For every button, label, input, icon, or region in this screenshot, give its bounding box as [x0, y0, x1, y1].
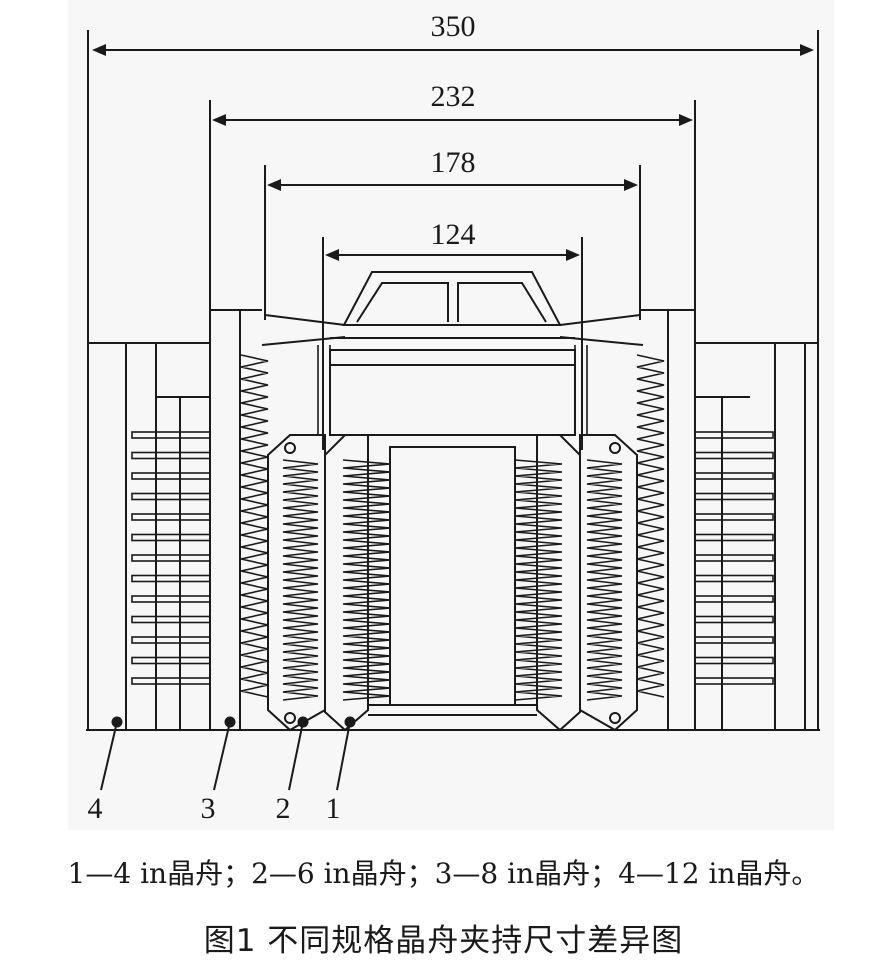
boat-6in-left-frame	[267, 434, 326, 732]
slot-bar-12in	[694, 615, 774, 624]
dim-label-124: 124	[431, 218, 476, 251]
slot-bar-12in	[131, 615, 211, 624]
callout-label-4: 4	[88, 792, 103, 825]
slot-bar-12in	[694, 554, 774, 562]
boat-12in-left-post	[125, 342, 157, 731]
slot-bar-12in	[694, 451, 774, 460]
dim-label-350: 350	[431, 10, 476, 43]
dimension-lines	[92, 44, 814, 261]
slot-bar-12in	[694, 677, 774, 685]
dim-label-178: 178	[431, 146, 476, 179]
slot-bar-12in	[131, 677, 211, 685]
callout-label-1: 1	[326, 792, 341, 825]
boat-4in-left-frame	[324, 434, 369, 732]
slot-bar-12in	[131, 533, 211, 542]
slot-bar-12in	[694, 636, 774, 644]
callout-label-3: 3	[201, 792, 216, 825]
boat-clamping-diagram: 350 232 178 124 4 3 2 1	[68, 0, 834, 830]
comb-slots-6in-right	[586, 459, 623, 701]
boat-4in-right-frame	[536, 434, 581, 732]
slot-bar-12in	[694, 472, 774, 480]
dim-label-232: 232	[431, 80, 476, 113]
diagram-panel	[68, 0, 834, 830]
slot-bar-12in	[131, 574, 211, 583]
slot-bar-12in	[131, 554, 211, 562]
slot-bar-12in	[694, 533, 774, 542]
figure-caption: 图1 不同规格晶舟夹持尺寸差异图	[203, 923, 684, 959]
slot-bar-12in	[131, 595, 211, 603]
boat-12in-right-post	[774, 342, 806, 731]
slot-bar-12in	[694, 595, 774, 603]
slot-bar-12in	[694, 431, 774, 439]
slot-bar-12in	[131, 656, 211, 665]
slot-bar-12in	[131, 492, 211, 501]
slot-bar-12in	[131, 636, 211, 644]
zigzag-slots-8in-right	[636, 354, 665, 698]
slot-bar-12in	[694, 656, 774, 665]
slot-bar-12in	[131, 451, 211, 460]
figure-legend: 1—4 in晶舟；2—6 in晶舟；3—8 in晶舟；4—12 in晶舟。	[67, 857, 820, 890]
zigzag-slots-8in-left	[240, 354, 269, 698]
slot-bar-12in	[694, 513, 774, 521]
slot-bar-12in	[131, 431, 211, 439]
slot-bar-12in	[131, 472, 211, 480]
slot-bar-12in	[694, 492, 774, 501]
callout-leaders	[100, 716, 356, 791]
callout-label-2: 2	[276, 792, 291, 825]
slot-bar-12in	[694, 574, 774, 583]
comb-slots-6in-left	[282, 459, 319, 701]
boat-top-handle	[342, 271, 562, 326]
comb-slots-4in-right	[514, 459, 563, 701]
slot-bar-12in	[131, 513, 211, 521]
comb-slots-4in-left	[342, 459, 391, 701]
slot-pattern-layer	[131, 345, 774, 701]
